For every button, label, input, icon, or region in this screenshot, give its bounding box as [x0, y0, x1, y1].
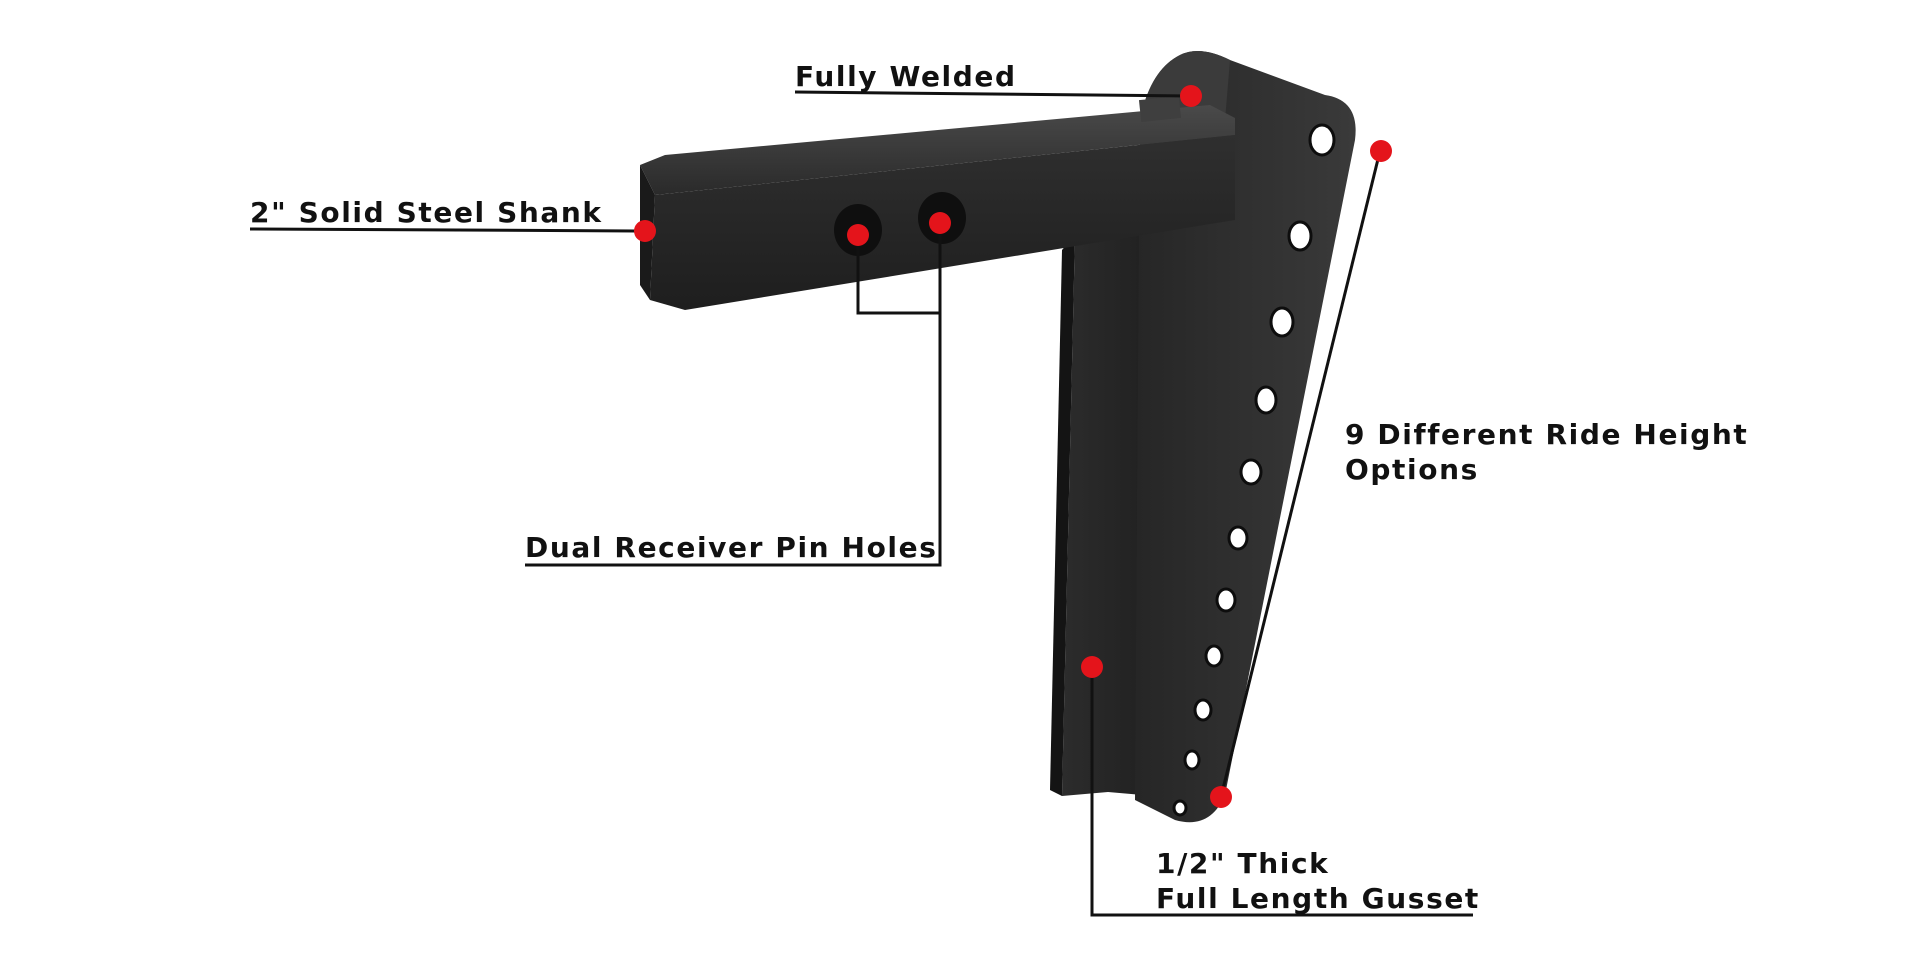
markers	[634, 85, 1392, 808]
ride-height-marker-top	[1370, 140, 1392, 162]
hitch-illustration	[640, 51, 1356, 823]
hole	[1183, 749, 1201, 771]
gusset-label-line1: 1/2" Thick	[1156, 847, 1329, 880]
pin-holes-leader	[525, 223, 942, 567]
pin-holes-label: Dual Receiver Pin Holes	[525, 531, 937, 564]
pin-hole-marker-right	[929, 212, 951, 234]
hole	[1193, 698, 1213, 722]
shank-label: 2" Solid Steel Shank	[250, 196, 603, 229]
ride-height-line	[1219, 150, 1382, 798]
ride-height-label-line2: Options	[1345, 453, 1479, 486]
fully-welded-marker	[1180, 85, 1202, 107]
hole	[1254, 385, 1278, 415]
hole	[1172, 799, 1188, 817]
hole	[1239, 458, 1263, 486]
hole	[1287, 220, 1313, 252]
ride-height-holes	[1172, 123, 1336, 817]
hole	[1215, 587, 1237, 613]
gusset-label-line2: Full Length Gusset	[1156, 882, 1480, 915]
hole	[1227, 525, 1249, 551]
fully-welded-leader	[794, 90, 1191, 98]
fully-welded-label: Fully Welded	[795, 60, 1017, 93]
callout-labels: Fully Welded 2" Solid Steel Shank Dual R…	[250, 60, 1748, 915]
hole	[1204, 644, 1224, 668]
pin-hole-marker-left	[847, 224, 869, 246]
shank-leader	[249, 227, 646, 233]
leader-lines	[249, 90, 1473, 917]
shank-top	[640, 105, 1235, 195]
hole	[1269, 306, 1295, 338]
gusset-marker	[1081, 656, 1103, 678]
gusset-edge	[1050, 235, 1075, 796]
gusset-leader	[1090, 667, 1473, 917]
shank-marker	[634, 220, 656, 242]
ride-height-marker-bottom	[1210, 786, 1232, 808]
pin-holes-connector	[856, 235, 940, 315]
weld-tag	[1138, 95, 1182, 123]
hole	[1308, 123, 1336, 157]
ride-height-label-line1: 9 Different Ride Height	[1345, 418, 1748, 451]
